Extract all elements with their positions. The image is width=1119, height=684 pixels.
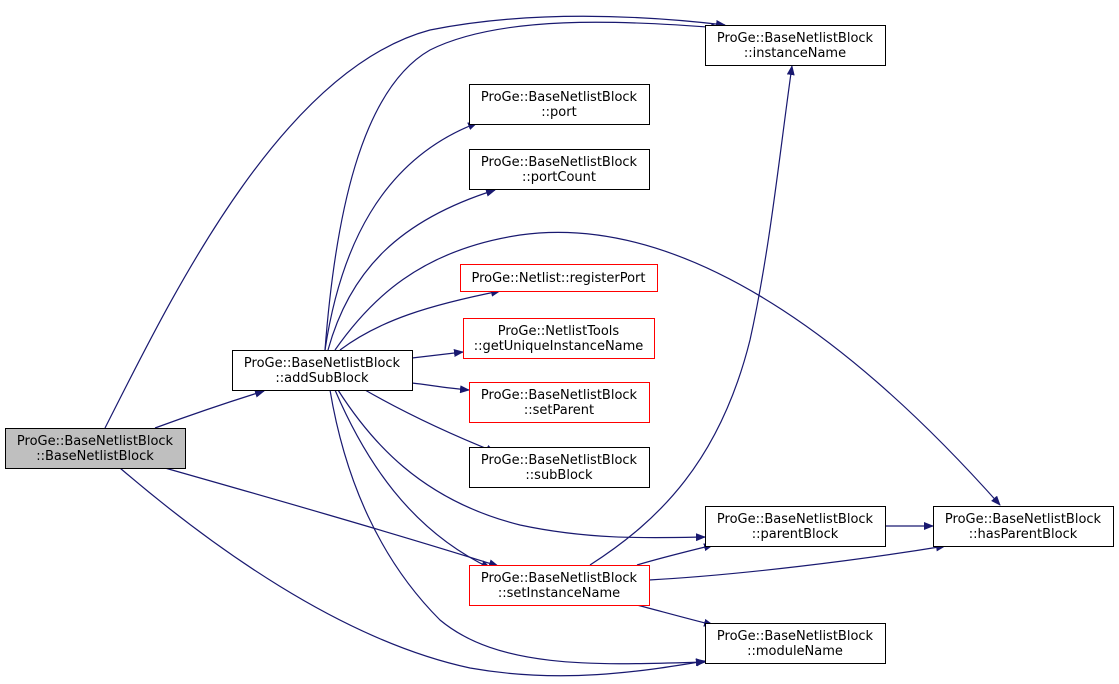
node-addSubBlock[interactable]: ProGe::BaseNetlistBlock::addSubBlock <box>232 350 413 391</box>
node-getUniqueInstanceName[interactable]: ProGe::NetlistTools::getUniqueInstanceNa… <box>463 318 655 359</box>
edge-root-to-instanceName <box>104 15 726 429</box>
edges-layer <box>104 15 1001 677</box>
node-label-line: ProGe::BaseNetlistBlock <box>17 434 174 449</box>
node-label-line: ::setParent <box>524 403 594 418</box>
node-box-setInstanceName <box>469 565 650 606</box>
node-label-line: ::moduleName <box>747 644 843 659</box>
node-label-line: ::BaseNetlistBlock <box>36 449 154 464</box>
edge-setInstanceName-to-moduleName <box>636 604 714 627</box>
edge-addSubBlock-to-hasParentBlock <box>334 231 1001 506</box>
edge-root-to-moduleName <box>119 467 706 677</box>
node-label-line: ::instanceName <box>744 46 846 61</box>
node-label-line: ::portCount <box>522 170 596 185</box>
edge-setInstanceName-to-hasParentBlock <box>648 543 946 581</box>
node-registerPort[interactable]: ProGe::Netlist::registerPort <box>460 264 658 292</box>
node-box-root <box>5 428 186 469</box>
edge-addSubBlock-to-registerPort <box>339 288 501 351</box>
node-label-line: ProGe::BaseNetlistBlock <box>945 512 1102 527</box>
node-label-line: ProGe::NetlistTools <box>498 324 620 339</box>
edge-addSubBlock-to-parentBlock <box>337 389 706 542</box>
edge-addSubBlock-to-getUniqueInstanceName <box>411 349 464 359</box>
node-label-line: ProGe::BaseNetlistBlock <box>481 571 638 586</box>
node-box-portCount <box>469 149 650 190</box>
node-subBlock[interactable]: ProGe::BaseNetlistBlock::subBlock <box>469 447 650 488</box>
edge-addSubBlock-to-setInstanceName <box>334 389 491 569</box>
edge-addSubBlock-to-setParent <box>411 382 470 394</box>
node-label-line: ProGe::BaseNetlistBlock <box>481 453 638 468</box>
node-box-registerPort <box>460 264 658 292</box>
edge-setInstanceName-to-instanceName <box>589 65 795 566</box>
edge-root-to-setInstanceName <box>164 467 499 568</box>
node-box-addSubBlock <box>232 350 413 391</box>
node-box-hasParentBlock <box>933 506 1114 547</box>
edge-root-to-addSubBlock <box>154 389 265 429</box>
node-label-line: ::addSubBlock <box>275 371 369 386</box>
nodes-layer: ProGe::BaseNetlistBlock::BaseNetlistBloc… <box>5 25 1114 664</box>
node-box-getUniqueInstanceName <box>463 318 655 359</box>
edge-addSubBlock-to-subBlock <box>364 389 496 453</box>
edge-setInstanceName-to-parentBlock <box>636 543 714 566</box>
node-box-subBlock <box>469 447 650 488</box>
node-label-line: ::getUniqueInstanceName <box>474 339 644 354</box>
node-label-line: ProGe::BaseNetlistBlock <box>717 629 874 644</box>
node-label-line: ProGe::BaseNetlistBlock <box>481 388 638 403</box>
edge-addSubBlock-to-port <box>324 122 478 351</box>
node-setInstanceName[interactable]: ProGe::BaseNetlistBlock::setInstanceName <box>469 565 650 606</box>
node-box-instanceName <box>705 25 886 66</box>
node-setParent[interactable]: ProGe::BaseNetlistBlock::setParent <box>469 382 650 423</box>
node-label-line: ::setInstanceName <box>498 586 620 601</box>
node-box-parentBlock <box>705 506 886 547</box>
node-label-line: ProGe::BaseNetlistBlock <box>481 90 638 105</box>
node-label-line: ProGe::BaseNetlistBlock <box>244 356 401 371</box>
node-box-port <box>469 84 650 125</box>
node-label-line: ProGe::BaseNetlistBlock <box>717 512 874 527</box>
node-box-setParent <box>469 382 650 423</box>
node-label-line: ::port <box>541 105 576 120</box>
edge-addSubBlock-to-portCount <box>327 188 496 351</box>
node-label-line: ProGe::Netlist::registerPort <box>471 271 645 286</box>
node-instanceName[interactable]: ProGe::BaseNetlistBlock::instanceName <box>705 25 886 66</box>
edge-addSubBlock-to-instanceName <box>324 21 721 351</box>
node-moduleName[interactable]: ProGe::BaseNetlistBlock::moduleName <box>705 623 886 664</box>
node-root[interactable]: ProGe::BaseNetlistBlock::BaseNetlistBloc… <box>5 428 186 469</box>
node-port[interactable]: ProGe::BaseNetlistBlock::port <box>469 84 650 125</box>
node-parentBlock[interactable]: ProGe::BaseNetlistBlock::parentBlock <box>705 506 886 547</box>
node-label-line: ::parentBlock <box>752 527 839 542</box>
node-box-moduleName <box>705 623 886 664</box>
edge-addSubBlock-to-moduleName <box>329 389 706 667</box>
node-label-line: ::hasParentBlock <box>969 527 1078 542</box>
node-hasParentBlock[interactable]: ProGe::BaseNetlistBlock::hasParentBlock <box>933 506 1114 547</box>
node-label-line: ::subBlock <box>525 468 593 483</box>
node-label-line: ProGe::BaseNetlistBlock <box>481 155 638 170</box>
node-portCount[interactable]: ProGe::BaseNetlistBlock::portCount <box>469 149 650 190</box>
node-label-line: ProGe::BaseNetlistBlock <box>717 31 874 46</box>
